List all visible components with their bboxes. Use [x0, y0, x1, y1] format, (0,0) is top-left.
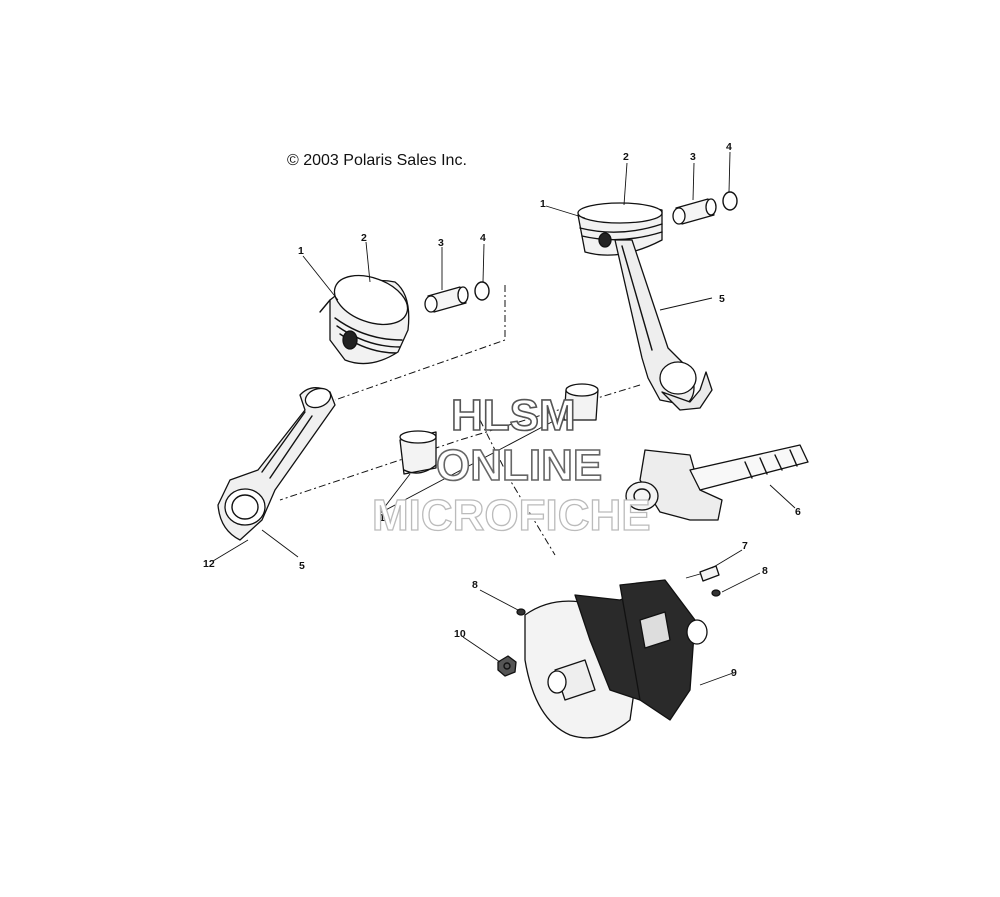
watermark-line-3: MICROFICHE — [372, 491, 651, 540]
callout-nut-10: 10 — [454, 628, 466, 640]
watermark: HLSM ONLINE MICROFICHE — [371, 390, 651, 540]
callout-right-piston-1: 1 — [540, 198, 546, 210]
dowel-pin — [685, 565, 720, 582]
right-piston-and-rod — [577, 202, 713, 411]
callout-screw-8-left: 8 — [472, 579, 478, 591]
callout-right-ring-2: 2 — [623, 151, 629, 163]
callout-left-clip-4: 4 — [480, 232, 486, 244]
callout-left-ring-2: 2 — [361, 232, 367, 244]
rod-bearing-right — [563, 383, 599, 421]
rod-bearing-left — [399, 430, 437, 475]
callout-right-clip-4: 4 — [726, 141, 732, 153]
callout-bolt-12: 12 — [203, 558, 215, 570]
set-screw-right — [711, 589, 721, 597]
callout-right-rod-5: 5 — [719, 293, 725, 305]
callout-left-pin-3: 3 — [438, 237, 444, 249]
crankshaft-nut — [497, 655, 517, 677]
callout-crankshaft-9: 9 — [731, 667, 737, 679]
crankshaft — [524, 579, 708, 739]
callout-right-pin-3: 3 — [690, 151, 696, 163]
balance-shaft — [625, 444, 809, 521]
left-piston-clip — [474, 281, 490, 301]
callout-bearing-11: 11 — [374, 512, 385, 524]
right-piston-pin — [672, 198, 717, 225]
callout-dowel-7: 7 — [742, 540, 748, 552]
watermark-line-1: HLSM — [451, 391, 576, 440]
callout-left-rod-5: 5 — [299, 560, 305, 572]
right-piston-clip — [722, 191, 738, 211]
callout-screw-8-right: 8 — [762, 565, 768, 577]
left-piston — [319, 274, 410, 365]
leader-lines — [212, 151, 796, 686]
callout-left-piston-1: 1 — [298, 245, 304, 257]
left-connecting-rod — [217, 387, 336, 541]
left-piston-pin — [424, 286, 469, 313]
callout-balance-shaft-6: 6 — [795, 506, 801, 518]
set-screw-left — [516, 608, 526, 616]
copyright-notice: © 2003 Polaris Sales Inc. — [287, 152, 467, 169]
callout-labels: 1 2 3 4 1 2 3 4 5 5 6 7 8 8 9 10 11 12 — [203, 141, 801, 679]
watermark-line-2: ONLINE — [436, 441, 602, 490]
